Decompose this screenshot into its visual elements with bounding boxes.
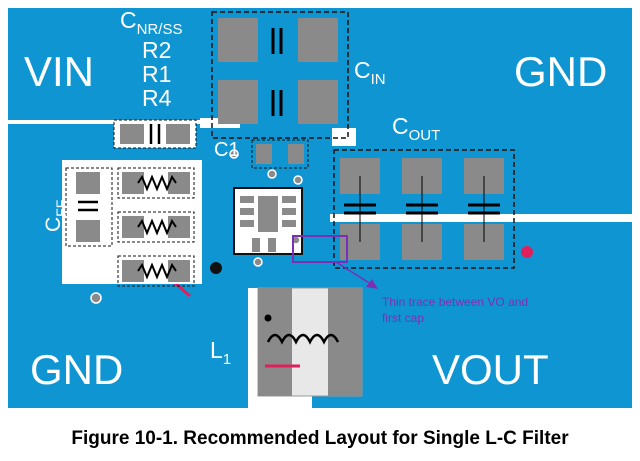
l1-label: L1: [210, 337, 231, 368]
inductor-coil-symbol: [266, 333, 340, 345]
annotation-arrowhead: [366, 279, 378, 289]
ic-pin: [252, 238, 260, 252]
inductor-pad: [328, 288, 362, 396]
c1-capacitor-outline: [251, 139, 309, 169]
gnd-via-black: [210, 262, 222, 274]
r4-resistor-outline: [117, 255, 195, 287]
cnr-pad: [120, 124, 144, 144]
cff-pad: [76, 172, 100, 194]
r1-pad: [122, 216, 144, 238]
gnd-top-copper-pour: [356, 8, 632, 146]
vin-copper-pour: [8, 8, 208, 120]
r2-pad: [122, 172, 144, 194]
cin-pad: [298, 18, 338, 62]
cout-capacitor-outline: [333, 149, 515, 269]
via: [253, 257, 263, 267]
cnr-pad: [166, 124, 190, 144]
resistor-symbol: [137, 262, 177, 280]
gnd-bottom-label: GND: [30, 346, 123, 393]
ic-pin: [282, 196, 296, 203]
pcb-layout-diagram: VIN GND GND VOUT CNR/SS R2 R1 R4 CIN COU…: [8, 7, 632, 408]
ic-pin: [240, 196, 254, 203]
cff-label: CFF: [42, 200, 69, 232]
ic-pin: [240, 220, 254, 227]
inductor-pad: [258, 288, 292, 396]
ic-pin: [282, 208, 296, 215]
ic-thermal-pad: [258, 196, 278, 232]
cff-pad: [76, 220, 100, 242]
cin-label: CIN: [354, 57, 386, 88]
gnd-bottom-copper-pour: [8, 286, 248, 408]
via: [267, 169, 277, 179]
gnd-top-label: GND: [514, 48, 607, 95]
r4-pad: [122, 260, 144, 282]
r1-resistor-outline: [117, 211, 195, 243]
cff-capacitor-outline: [65, 167, 113, 247]
via: [293, 175, 303, 185]
annotation-line-2: first cap: [382, 311, 424, 325]
resistor-symbol: [137, 218, 177, 236]
cnr-ss-label: CNR/SS: [120, 7, 182, 38]
via: [90, 292, 102, 304]
annotation-line-1: Thin trace between VO and: [382, 295, 528, 309]
cin-capacitor-outline: [211, 11, 349, 139]
cin-pad: [218, 18, 258, 62]
ic-pin: [268, 238, 276, 252]
resistor-symbol: [137, 174, 177, 192]
cout-label: COUT: [392, 113, 440, 144]
annotation-arrow: [335, 261, 375, 287]
thin-trace-highlight-box: [292, 235, 348, 263]
vout-label: VOUT: [432, 346, 549, 393]
isolation-gap: [330, 214, 632, 222]
cin-pad: [218, 80, 258, 124]
cin-pad: [298, 80, 338, 124]
c1-pad: [256, 144, 272, 164]
vin-label: VIN: [24, 48, 94, 95]
c1-pad: [288, 144, 304, 164]
pin1-dot: [264, 314, 272, 322]
r2-label: R2: [142, 37, 171, 63]
via: [229, 149, 239, 159]
red-marker-dot: [521, 246, 533, 258]
r4-pad: [168, 260, 190, 282]
r2-pad: [168, 172, 190, 194]
r1-label: R1: [142, 61, 171, 87]
figure-caption: Figure 10-1. Recommended Layout for Sing…: [71, 428, 569, 449]
r4-label: R4: [142, 85, 172, 111]
ic-pin: [282, 220, 296, 227]
ic-pin: [240, 208, 254, 215]
r1-pad: [168, 216, 190, 238]
c1-label: C1: [214, 139, 240, 161]
r2-resistor-outline: [117, 167, 195, 199]
